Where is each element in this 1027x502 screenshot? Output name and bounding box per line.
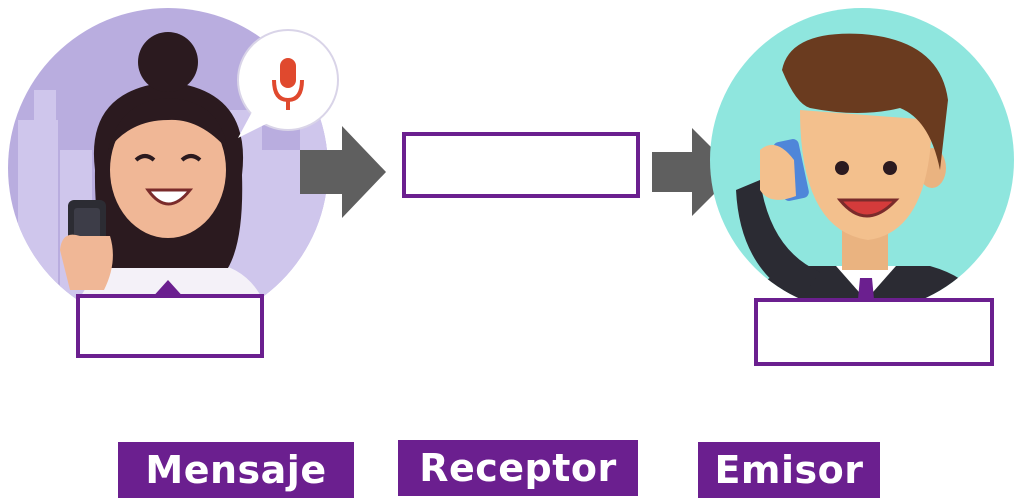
answer-box-right[interactable] — [754, 298, 994, 366]
word-receptor[interactable]: Receptor — [398, 440, 638, 496]
microphone-icon — [272, 58, 304, 110]
right-arrow-icon — [652, 128, 736, 216]
woman-speaker-illustration — [8, 8, 339, 328]
answer-box-middle[interactable] — [402, 132, 640, 198]
word-mensaje[interactable]: Mensaje — [118, 442, 354, 498]
right-arrow-icon — [300, 126, 386, 218]
man-listener-illustration — [710, 8, 1014, 312]
word-emisor[interactable]: Emisor — [698, 442, 880, 498]
answer-box-left[interactable] — [76, 294, 264, 358]
